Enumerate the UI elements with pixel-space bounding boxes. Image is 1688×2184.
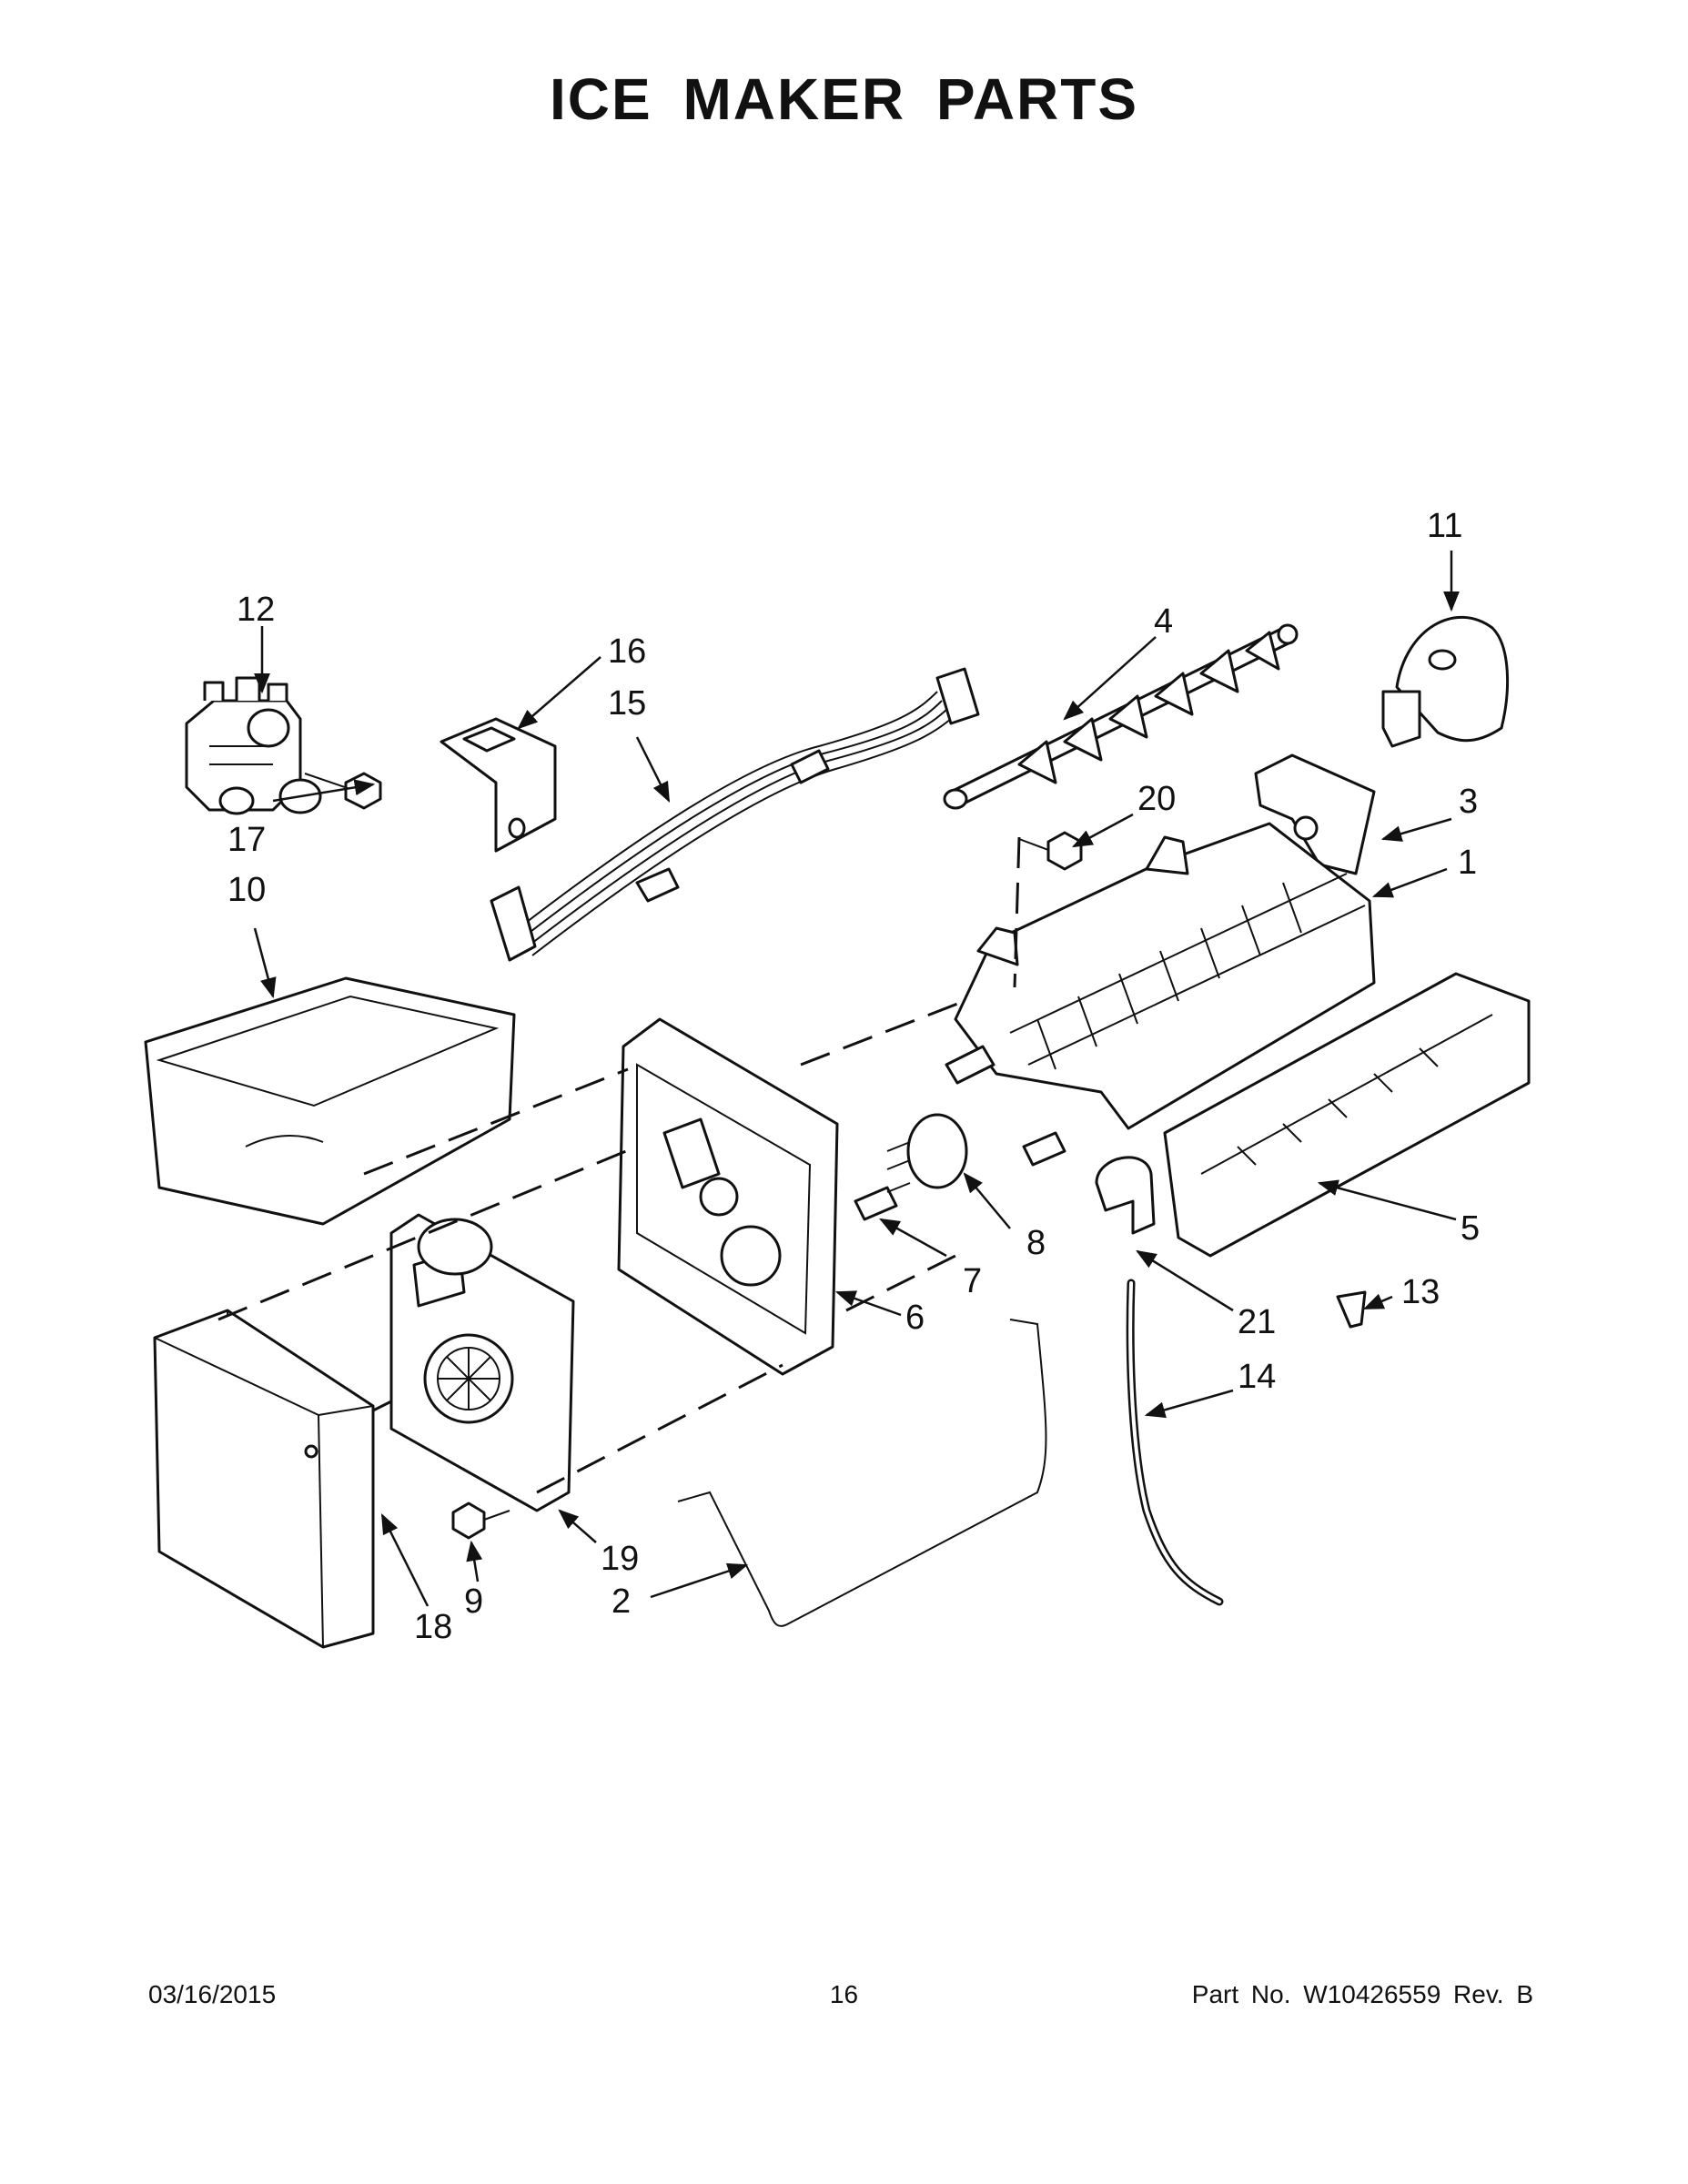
callout-16: 16 <box>608 632 646 671</box>
callout-18: 18 <box>414 1608 452 1646</box>
callout-9: 9 <box>464 1582 483 1621</box>
callout-labels: 12 17 10 16 15 4 11 3 20 1 5 6 7 8 21 13… <box>227 507 1480 1646</box>
plug-part <box>1336 1290 1367 1329</box>
thermostat-part <box>886 1045 1066 1189</box>
callout-1: 1 <box>1458 844 1477 882</box>
footer-part-number: Part No. W10426559 Rev. B <box>1191 1980 1533 2008</box>
callout-19: 19 <box>601 1540 639 1578</box>
shutoff-arm-part <box>677 1319 1047 1627</box>
footer-page-number: 16 <box>829 1980 859 2008</box>
ice-bin-part <box>144 976 516 1226</box>
callout-11: 11 <box>1427 507 1462 545</box>
callout-6: 6 <box>905 1299 925 1337</box>
callout-12: 12 <box>237 591 275 629</box>
motor-module-part <box>389 1213 575 1512</box>
callout-17: 17 <box>227 821 266 859</box>
page-title: ICE MAKER PARTS <box>549 66 1139 132</box>
callout-3: 3 <box>1459 783 1478 821</box>
wire-harness-part <box>490 667 980 962</box>
callout-8: 8 <box>1026 1224 1046 1262</box>
front-cover-part <box>1381 615 1509 748</box>
callout-15: 15 <box>608 684 646 723</box>
ejector-shaft-part <box>943 623 1299 810</box>
alignment-lines <box>217 836 1021 1494</box>
callout-2: 2 <box>612 1582 631 1621</box>
water-valve-part <box>185 676 322 815</box>
stripper-part <box>1163 972 1531 1258</box>
footer-date: 03/16/2015 <box>148 1980 277 2008</box>
callout-14: 14 <box>1238 1358 1276 1396</box>
switch-part <box>854 1182 911 1221</box>
control-housing-part <box>617 1017 839 1376</box>
ice-mold-part <box>954 822 1376 1130</box>
motor-cover-part <box>153 1309 375 1649</box>
module-screw-part <box>451 1502 510 1540</box>
callout-7: 7 <box>963 1262 982 1300</box>
callout-5: 5 <box>1461 1209 1480 1248</box>
callout-13: 13 <box>1401 1273 1440 1311</box>
callout-21: 21 <box>1238 1303 1276 1341</box>
callout-10: 10 <box>227 871 266 909</box>
fill-tube-part <box>1126 1279 1224 1606</box>
mold-screw-part <box>1018 831 1083 871</box>
clip-part <box>1095 1156 1156 1235</box>
leader-lines <box>253 551 1460 1607</box>
callout-4: 4 <box>1154 602 1173 641</box>
harness-bracket-part <box>440 717 557 853</box>
bearing-part <box>1254 753 1376 875</box>
callout-20: 20 <box>1137 780 1176 818</box>
